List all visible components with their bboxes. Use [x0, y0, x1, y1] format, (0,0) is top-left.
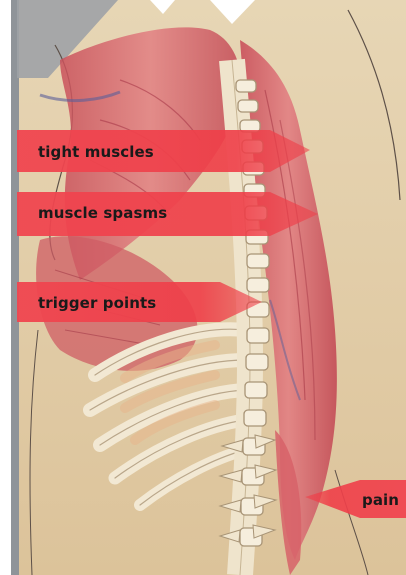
- pain-label: pain: [362, 491, 399, 509]
- muscle-spasms-label: muscle spasms: [38, 204, 167, 222]
- trigger-points-label: trigger points: [38, 294, 156, 312]
- tight-muscles-label: tight muscles: [38, 143, 154, 161]
